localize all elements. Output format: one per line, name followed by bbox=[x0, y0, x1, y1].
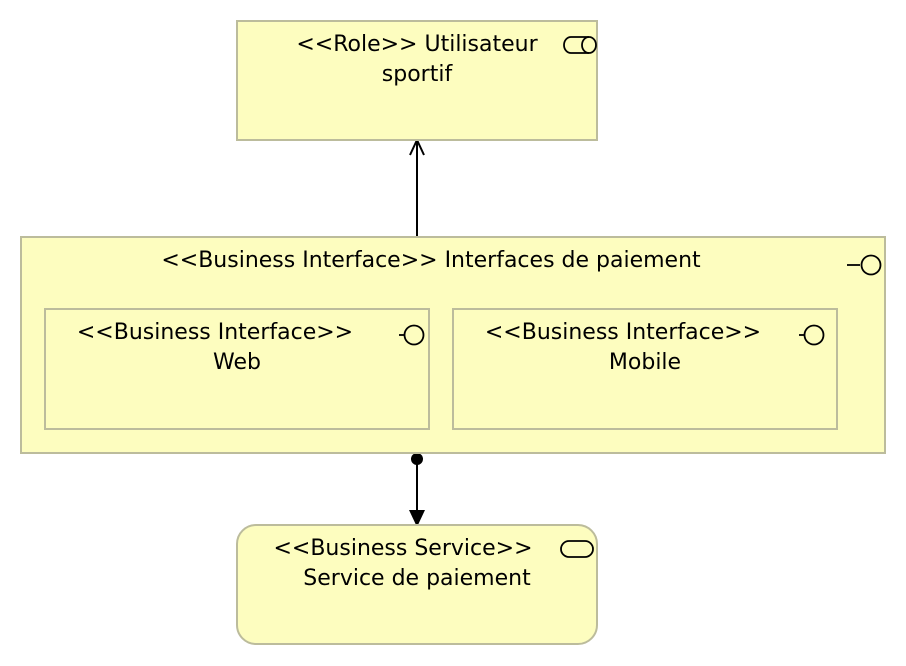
service-node[interactable]: <<Business Service>> Service de paiement bbox=[236, 524, 598, 645]
mobile-interface-node[interactable]: <<Business Interface>> Mobile bbox=[452, 308, 838, 430]
service-name: Service de paiement bbox=[303, 566, 531, 591]
role-stereotype: <<Role>> Utilisateur bbox=[296, 32, 538, 57]
interface-icon bbox=[847, 254, 882, 276]
service-icon bbox=[560, 540, 594, 558]
role-name: sportif bbox=[381, 62, 453, 87]
mobile-interface-name: Mobile bbox=[608, 350, 682, 375]
web-interface-stereotype: <<Business Interface>> bbox=[76, 320, 354, 345]
web-interface-name: Web bbox=[213, 350, 261, 375]
web-interface-node[interactable]: <<Business Interface>> Web bbox=[44, 308, 430, 430]
interfaces-group-node[interactable]: <<Business Interface>> Interfaces de pai… bbox=[20, 236, 886, 454]
interfaces-group-title: <<Business Interface>> Interfaces de pai… bbox=[161, 248, 701, 273]
role-icon bbox=[563, 36, 597, 54]
interface-icon bbox=[799, 324, 825, 346]
interface-icon bbox=[399, 324, 425, 346]
service-stereotype: <<Business Service>> bbox=[273, 536, 533, 561]
assignment-arrowhead bbox=[409, 510, 425, 527]
role-node[interactable]: <<Role>> Utilisateur sportif bbox=[236, 20, 598, 141]
mobile-interface-stereotype: <<Business Interface>> bbox=[484, 320, 762, 345]
